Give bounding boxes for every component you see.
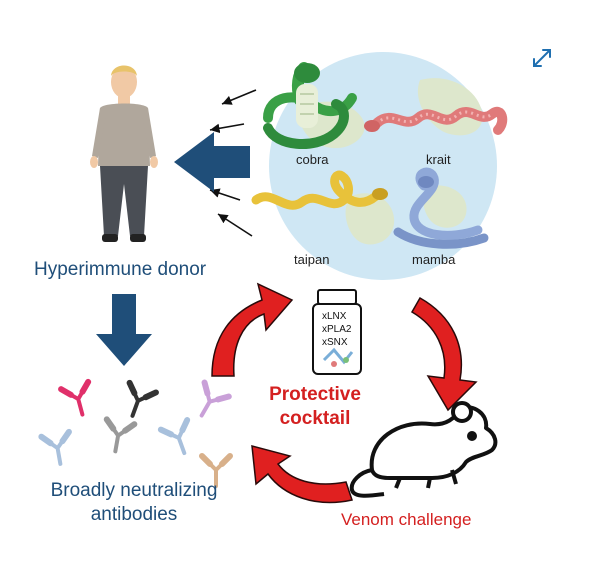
- vial-label-snx: xSNX: [322, 337, 348, 348]
- venom-arrows: [209, 89, 257, 237]
- taipan-snake: [251, 170, 388, 210]
- snake-label-krait: krait: [426, 152, 451, 167]
- snake-label-cobra: cobra: [296, 152, 329, 167]
- immunization-arrow: [174, 132, 250, 192]
- antibody-group: [38, 378, 233, 488]
- cocktail-label-line2: cocktail: [279, 408, 351, 429]
- person-figure: [90, 65, 158, 242]
- cobra-snake: [263, 62, 357, 149]
- isolation-arrow: [96, 294, 152, 366]
- cocktail-label-line1: Protective: [269, 384, 361, 405]
- snake-label-mamba: mamba: [412, 252, 456, 267]
- vial-label-lnx: xLNX: [322, 311, 347, 322]
- mouse-icon: [349, 401, 498, 498]
- cocktail-label: Protective cocktail: [250, 383, 380, 431]
- antibodies-label-line1: Broadly neutralizing: [50, 480, 218, 501]
- vial-icon: [312, 289, 362, 375]
- cycle-arrows: [211, 282, 478, 504]
- snake-label-taipan: taipan: [294, 252, 330, 267]
- antibodies-label-line2: antibodies: [90, 504, 178, 525]
- donor-label: Hyperimmune donor: [34, 259, 207, 280]
- venom-challenge-label: Venom challenge: [341, 510, 472, 529]
- expand-icon[interactable]: [530, 46, 554, 70]
- mamba-snake: [393, 167, 489, 249]
- vial-label-pla2: xPLA2: [322, 324, 352, 335]
- krait-snake: [364, 107, 508, 135]
